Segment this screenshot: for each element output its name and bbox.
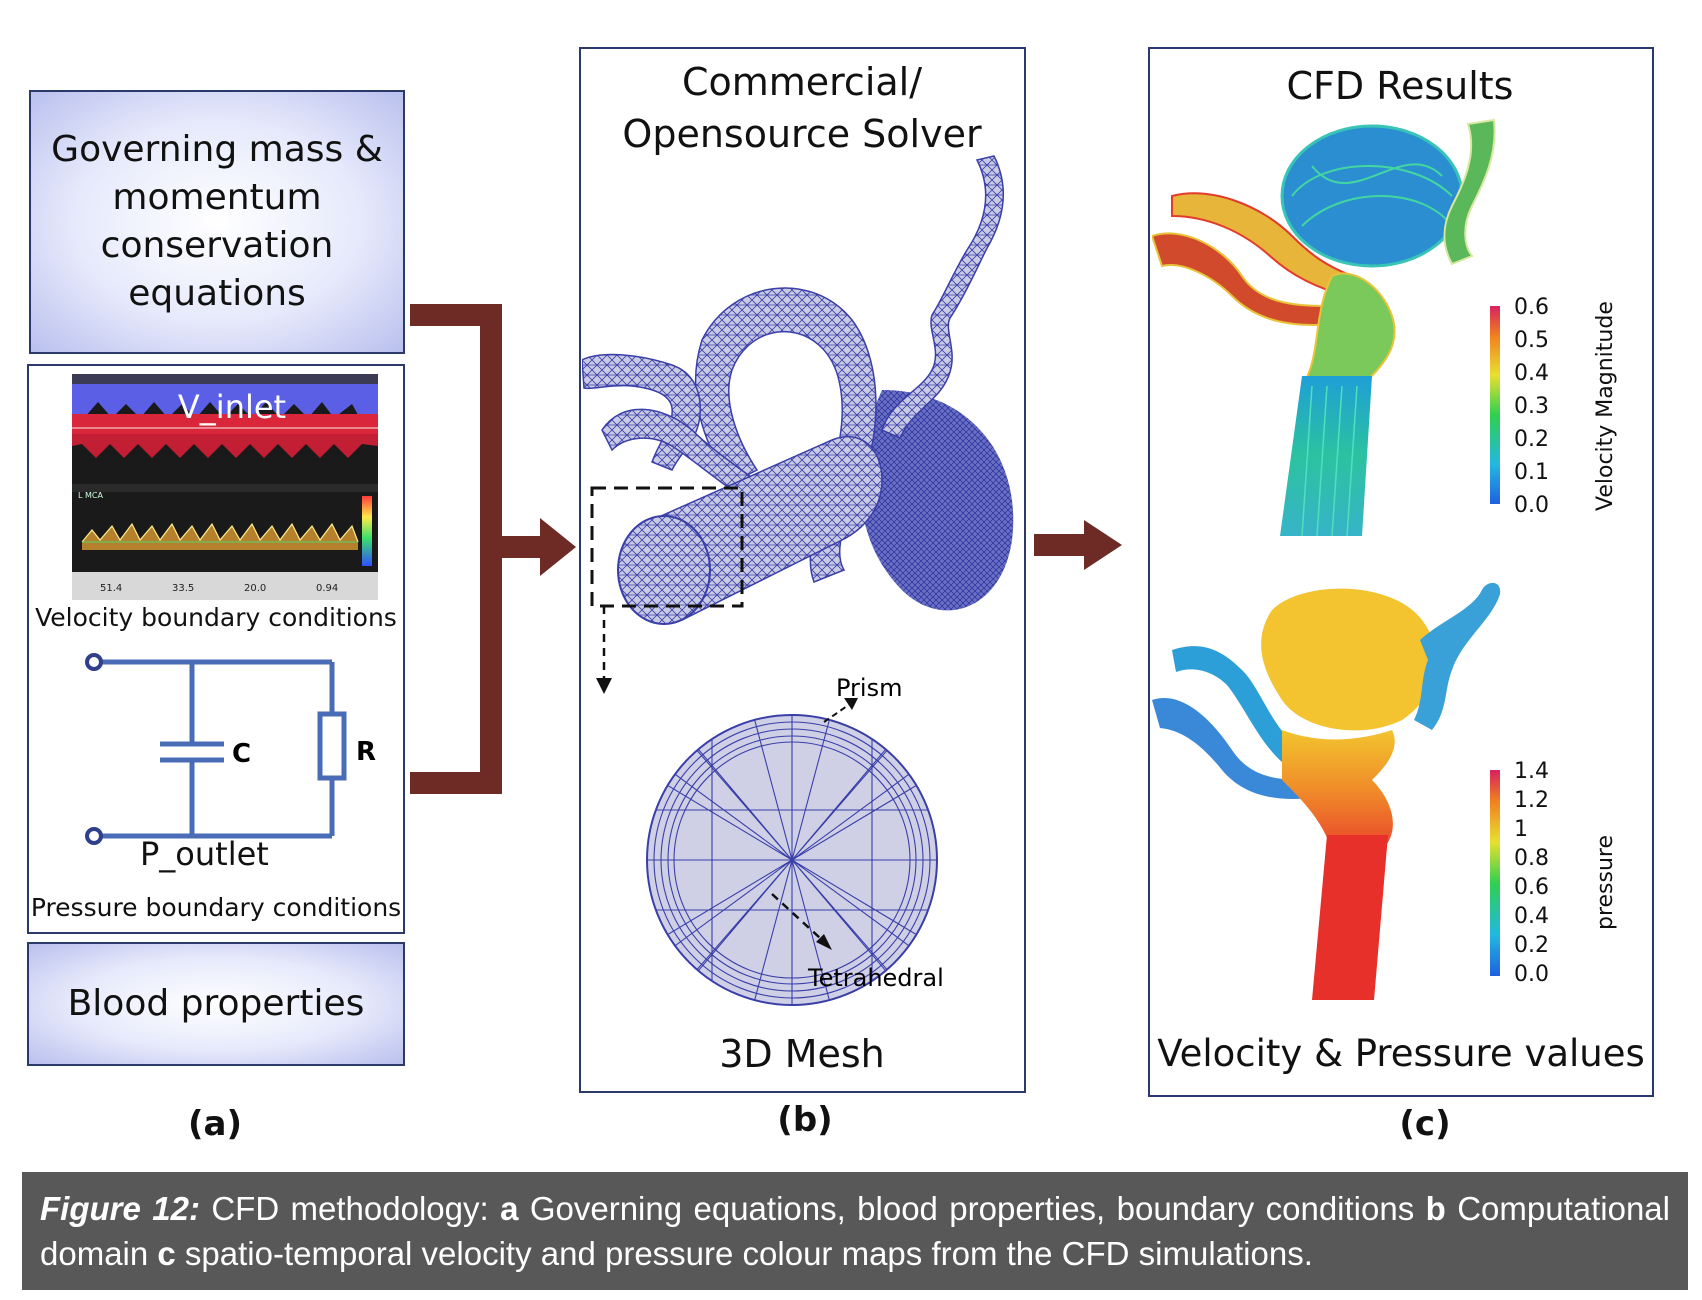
pressure-right-branch — [1414, 582, 1501, 730]
velocity-legend-title: Velocity Magnitude — [1593, 301, 1618, 511]
velocity-neck — [1300, 272, 1396, 387]
pressure-tick-0.8: 0.8 — [1514, 846, 1549, 871]
pressure-tick-0.6: 0.6 — [1514, 875, 1549, 900]
v-inlet-label: V_inlet — [178, 388, 286, 426]
velocity-tick-0.4: 0.4 — [1514, 361, 1549, 386]
panel-a-label: (a) — [187, 1104, 243, 1144]
pressure-left-branch-lower — [1152, 698, 1312, 799]
mesh-label: 3D Mesh — [719, 1032, 885, 1076]
caption-text-2: Governing equations, blood properties, b… — [518, 1190, 1426, 1227]
solver-to-results-arrow — [1034, 520, 1122, 570]
panel-c-label: (c) — [1399, 1104, 1451, 1144]
pressure-parent-artery — [1312, 835, 1388, 1000]
results-bottom-label: Velocity & Pressure values — [1157, 1032, 1645, 1075]
governing-equations-text: Governing mass & momentum conservation e… — [51, 129, 383, 314]
pressure-tick-0.2: 0.2 — [1514, 933, 1549, 958]
caption-figure-number: Figure 12: — [40, 1190, 200, 1227]
pressure-tick-1: 1 — [1514, 817, 1528, 842]
results-title: CFD Results — [1286, 64, 1514, 108]
doppler-tick-4: 0.94 — [316, 583, 338, 594]
velocity-tick-0.0: 0.0 — [1514, 493, 1549, 518]
circuit-terminal-top — [85, 653, 103, 671]
velocity-colorbar: 0.6 0.5 0.4 0.3 0.2 0.1 0.0 Velocity Mag… — [1490, 296, 1618, 518]
caption-part-a: a — [500, 1190, 519, 1227]
doppler-top-trace — [72, 384, 378, 422]
aneurysm-mesh-model: Prism Tetrahedral — [582, 155, 1014, 1006]
tetra-arrow-head — [816, 934, 832, 950]
doppler-bottom-waveform — [82, 524, 358, 550]
doppler-tick-1: 51.4 — [100, 583, 122, 594]
zoom-selection-box — [590, 486, 744, 608]
pressure-neck — [1282, 730, 1395, 850]
velocity-bc-label: Velocity boundary conditions — [35, 603, 397, 632]
blood-properties-text: Blood properties — [67, 983, 365, 1024]
doppler-ultrasound-image: L MCA 51.4 33.5 20.0 0.94 V_inlet — [72, 374, 378, 600]
resistor-symbol — [317, 711, 347, 781]
rc-circuit-diagram: C R — [85, 653, 376, 845]
pressure-left-branch-upper — [1172, 646, 1302, 770]
pressure-tick-0.0: 0.0 — [1514, 962, 1549, 987]
velocity-tick-0.3: 0.3 — [1514, 394, 1549, 419]
distal-branch-mesh — [881, 155, 1004, 439]
doppler-tick-3: 20.0 — [244, 583, 266, 594]
prism-label: Prism — [836, 674, 902, 702]
caption-text-1: CFD methodology: — [199, 1190, 501, 1227]
merge-arrow — [410, 304, 576, 794]
velocity-right-branch — [1443, 118, 1496, 266]
velocity-colorbar-gradient — [1490, 306, 1500, 504]
zoom-arrow-head — [596, 678, 612, 694]
circuit-terminal-bottom — [85, 827, 103, 845]
pressure-colorbar-gradient — [1490, 770, 1500, 976]
velocity-tick-0.5: 0.5 — [1514, 328, 1549, 353]
pressure-sac — [1261, 588, 1437, 731]
pressure-bc-label: Pressure boundary conditions — [30, 893, 402, 922]
pressure-tick-1.2: 1.2 — [1514, 788, 1549, 813]
velocity-tick-0.2: 0.2 — [1514, 427, 1549, 452]
pressure-tick-0.4: 0.4 — [1514, 904, 1549, 929]
p-outlet-label: P_outlet — [140, 835, 269, 873]
panel-b-label: (b) — [777, 1100, 833, 1140]
pressure-colorbar: 1.4 1.2 1 0.8 0.6 0.4 0.2 0.0 pressure — [1490, 760, 1618, 987]
caption-text-3: Computa­tional domain — [40, 1190, 1670, 1272]
figure-caption: Figure 12: CFD methodology: a Governing … — [22, 1172, 1688, 1290]
governing-equations-box: Governing mass & momentum conservation e… — [29, 90, 405, 354]
capacitor-label: C — [232, 739, 251, 769]
doppler-header: L MCA — [78, 491, 103, 500]
blood-properties-box: Blood properties — [27, 942, 405, 1066]
caption-part-c: c — [157, 1235, 176, 1272]
aneurysm-sac-mesh — [860, 390, 1014, 611]
pressure-contour-plot — [1152, 582, 1501, 1000]
solver-title-line2: Opensource Solver — [622, 112, 982, 156]
pressure-tick-1.4: 1.4 — [1514, 760, 1549, 784]
velocity-streamline-plot — [1152, 118, 1496, 536]
caption-text-4: spatio-temporal velocity and pressure co… — [175, 1235, 1313, 1272]
pressure-legend-title: pressure — [1593, 835, 1618, 930]
caption-part-b: b — [1425, 1190, 1446, 1227]
doppler-tick-2: 33.5 — [172, 583, 194, 594]
velocity-tick-0.1: 0.1 — [1514, 460, 1549, 485]
tetrahedral-label: Tetrahedral — [807, 964, 944, 992]
inlet-face-mesh — [617, 515, 711, 625]
solver-title-line1: Commercial/ — [681, 60, 923, 104]
velocity-tick-0.6: 0.6 — [1514, 296, 1549, 320]
resistor-label: R — [356, 737, 376, 767]
